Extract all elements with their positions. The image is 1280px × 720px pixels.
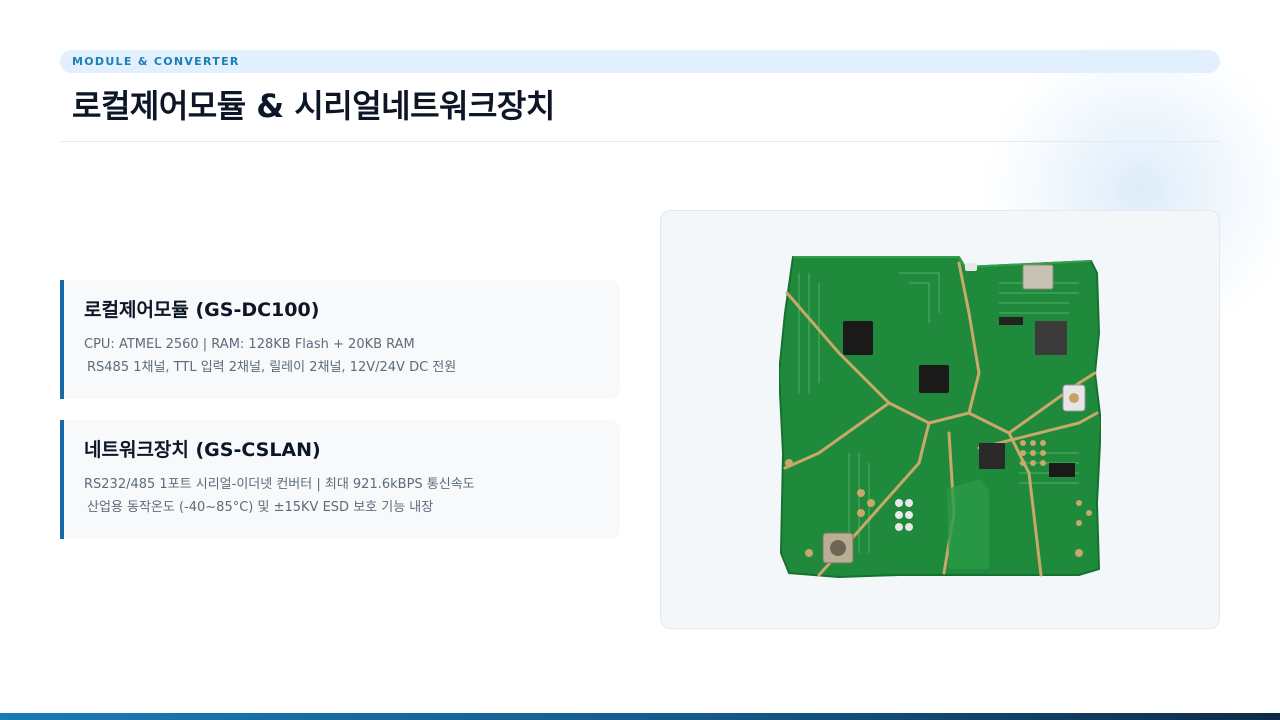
slide-title: 로컬제어모듈 & 시리얼네트워크장치 xyxy=(72,87,555,125)
section-eyebrow: MODULE & CONVERTER xyxy=(60,50,1220,73)
card-spec-line: RS485 1채널, TTL 입력 2채널, 릴레이 2채널, 12V/24V … xyxy=(87,360,457,375)
card-title: 로컬제어모듈 (GS-DC100) xyxy=(84,299,320,321)
card-local-control-module: 로컬제어모듈 (GS-DC100) CPU: ATMEL 2560 | RAM:… xyxy=(60,280,620,399)
card-spec-line: 산업용 동작온도 (-40~85°C) 및 ±15KV ESD 보호 기능 내장 xyxy=(87,500,434,515)
card-spec-line: CPU: ATMEL 2560 | RAM: 128KB Flash + 20K… xyxy=(84,337,415,352)
card-title: 네트워크장치 (GS-CSLAN) xyxy=(84,439,321,461)
product-image-panel xyxy=(660,210,1220,629)
card-spec-line: RS232/485 1포트 시리얼-이더넷 컨버터 | 최대 921.6kBPS… xyxy=(84,477,475,492)
card-network-device: 네트워크장치 (GS-CSLAN) RS232/485 1포트 시리얼-이더넷 … xyxy=(60,420,620,539)
bottom-accent-bar xyxy=(0,713,1280,720)
title-divider xyxy=(60,141,1220,142)
circuit-board-image xyxy=(779,256,1101,579)
